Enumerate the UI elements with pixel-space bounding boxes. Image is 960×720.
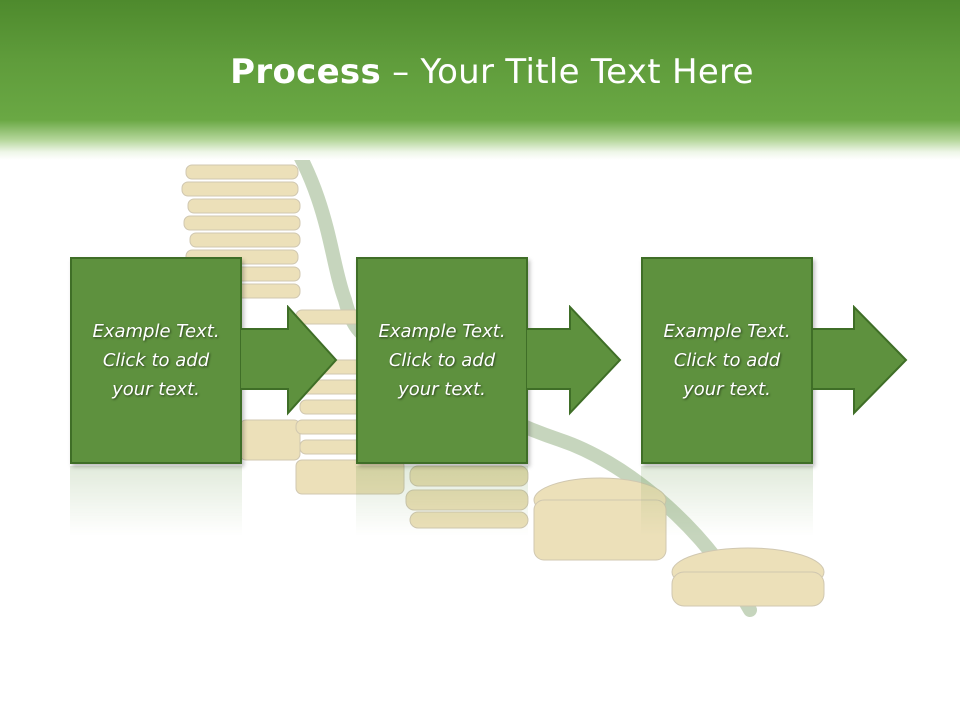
- step-1-box[interactable]: Example Text. Click to add your text.: [70, 257, 242, 464]
- step-2-text: Example Text. Click to add your text.: [378, 321, 506, 400]
- step-3-text: Example Text. Click to add your text.: [663, 321, 791, 400]
- title-bar: [0, 0, 960, 160]
- reflection-decoration: [70, 466, 813, 536]
- step-2-arrow-icon: [526, 305, 622, 416]
- step-3-box[interactable]: Example Text. Click to add your text.: [641, 257, 813, 464]
- title-bold-text: Process: [230, 52, 382, 92]
- step-2-box[interactable]: Example Text. Click to add your text.: [356, 257, 528, 464]
- title-rest-text: – Your Title Text Here: [381, 52, 754, 92]
- step-3-arrow-icon: [812, 305, 908, 416]
- step-1-arrow-icon: [240, 305, 338, 416]
- step-1-text: Example Text. Click to add your text.: [92, 321, 220, 400]
- slide-title[interactable]: Process – Your Title Text Here: [0, 52, 960, 92]
